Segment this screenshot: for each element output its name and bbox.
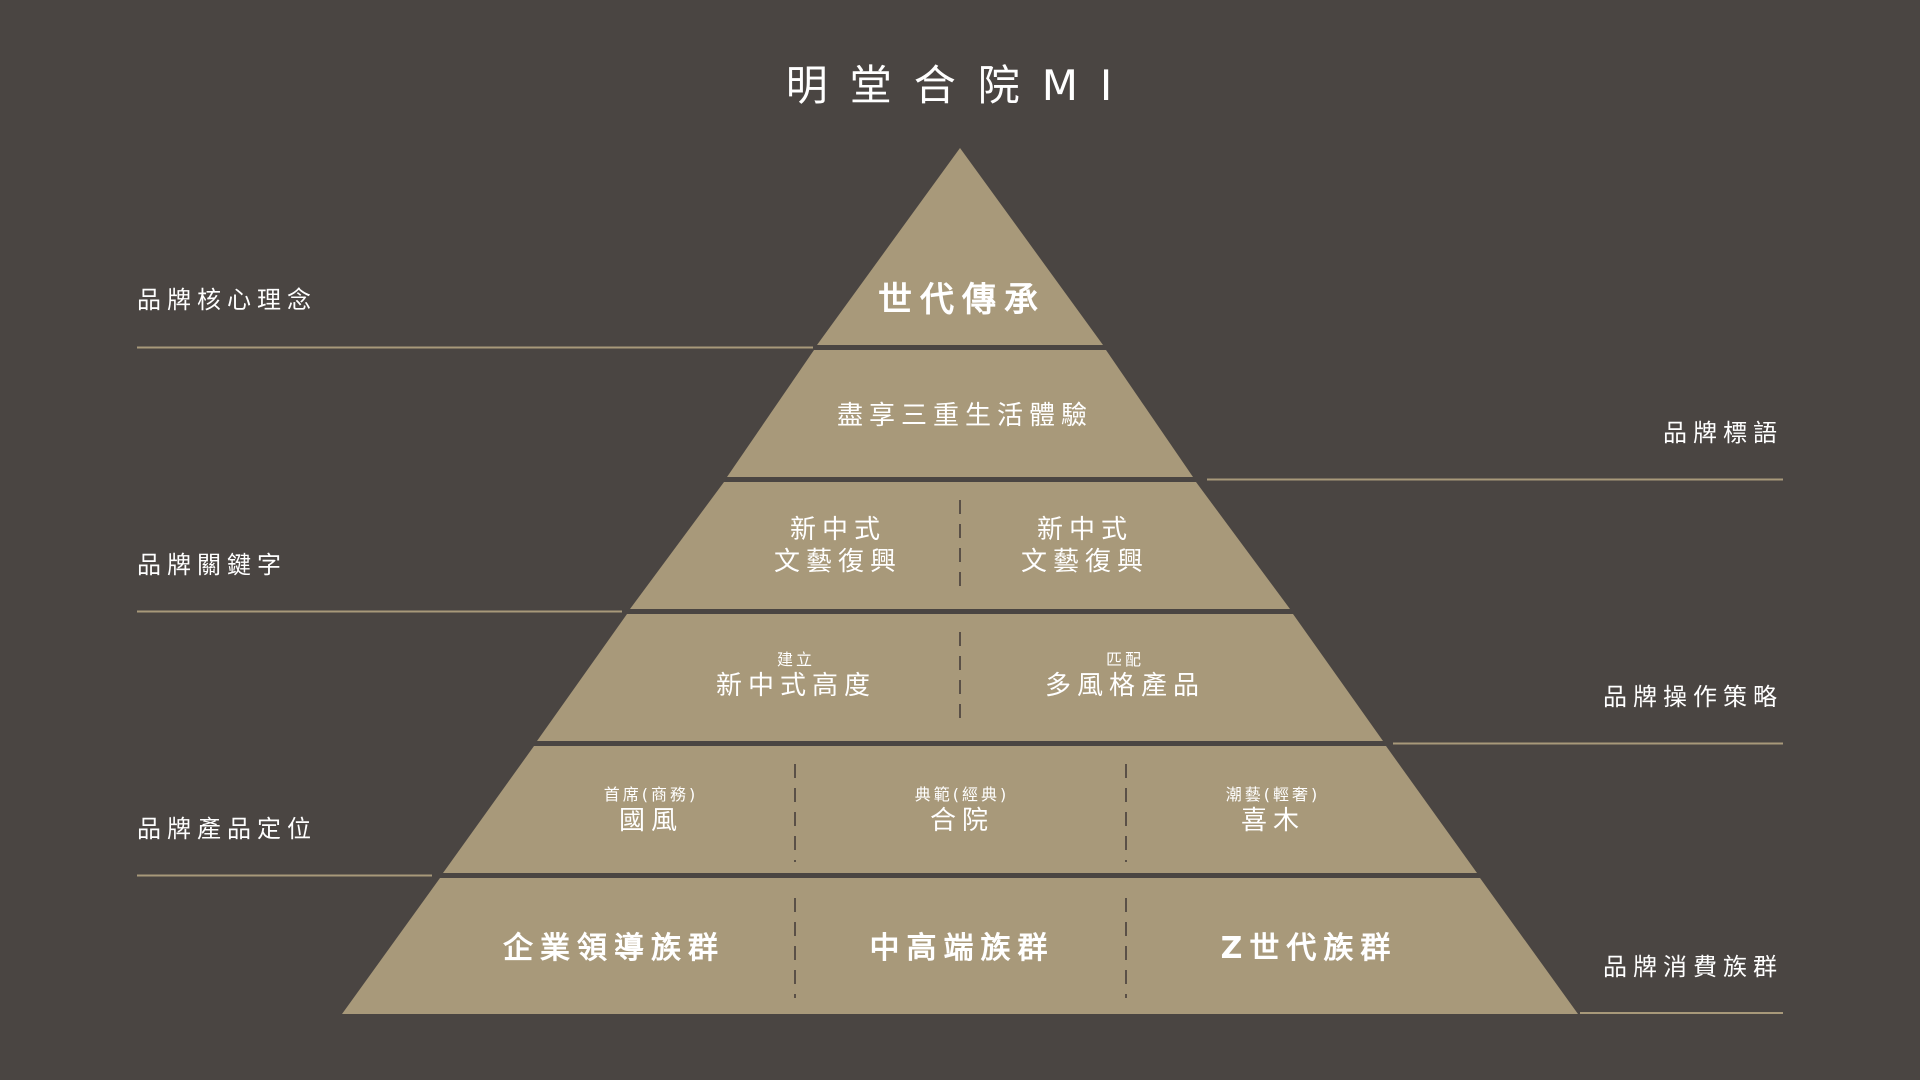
tier-6-shape [342, 878, 1578, 1014]
tier-5-left-small: 首席(商務) [603, 785, 699, 804]
tier-2-shape [727, 350, 1193, 477]
tier-6-right-text: Z世代族群 [1220, 931, 1398, 966]
tier-3-left-line1: 新中式 [789, 515, 887, 545]
label-keywords: 品牌關鍵字 [137, 551, 287, 579]
tier-1-shape [817, 148, 1103, 345]
tier-4-right-small: 匹配 [1105, 650, 1145, 669]
tier-4-left-cell: 建立 新中式高度 [716, 650, 876, 702]
tier-3-left-line2: 文藝復興 [773, 547, 903, 577]
tier-5-right-small: 潮藝(輕奢) [1225, 785, 1321, 804]
label-consumers: 品牌消費族群 [1603, 953, 1783, 981]
tier-4-right-cell: 匹配 多風格產品 [1045, 650, 1205, 702]
tier-1-text: 世代傳承 [878, 280, 1046, 320]
tier-4-right-main: 多風格產品 [1044, 671, 1206, 701]
label-slogan: 品牌標語 [1663, 419, 1783, 447]
tier-3-right-cell: 新中式 文藝復興 [1021, 514, 1149, 578]
tier-3-right-line1: 新中式 [1036, 515, 1134, 545]
tier-2-text: 盡享三重生活體驗 [836, 401, 1094, 431]
tier-5-left-main: 國風 [618, 806, 683, 836]
tier-5-right-main: 喜木 [1240, 806, 1305, 836]
tier-4-left-small: 建立 [776, 650, 816, 669]
tier-3-right-line2: 文藝復興 [1020, 547, 1150, 577]
tier-5-middle-main: 合院 [929, 806, 994, 836]
tier-5-middle-cell: 典範(經典) 合院 [915, 785, 1010, 837]
tier-5-right-cell: 潮藝(輕奢) 喜木 [1226, 785, 1321, 837]
tier-6-middle-text: 中高端族群 [869, 931, 1055, 966]
label-positioning: 品牌產品定位 [137, 815, 317, 843]
label-core-concept: 品牌核心理念 [137, 286, 317, 314]
tier-4-left-main: 新中式高度 [715, 671, 877, 701]
tier-5-left-cell: 首席(商務) 國風 [604, 785, 699, 837]
tier-3-shape [630, 482, 1290, 609]
tier-4-shape [537, 614, 1383, 741]
tier-5-middle-small: 典範(經典) [914, 785, 1010, 804]
tier-3-left-cell: 新中式 文藝復興 [774, 514, 902, 578]
label-strategy: 品牌操作策略 [1603, 683, 1783, 711]
tier-5-shape [443, 746, 1477, 873]
page-title: 明堂合院MI [785, 61, 1135, 110]
tier-6-left-text: 企業領導族群 [503, 931, 725, 966]
